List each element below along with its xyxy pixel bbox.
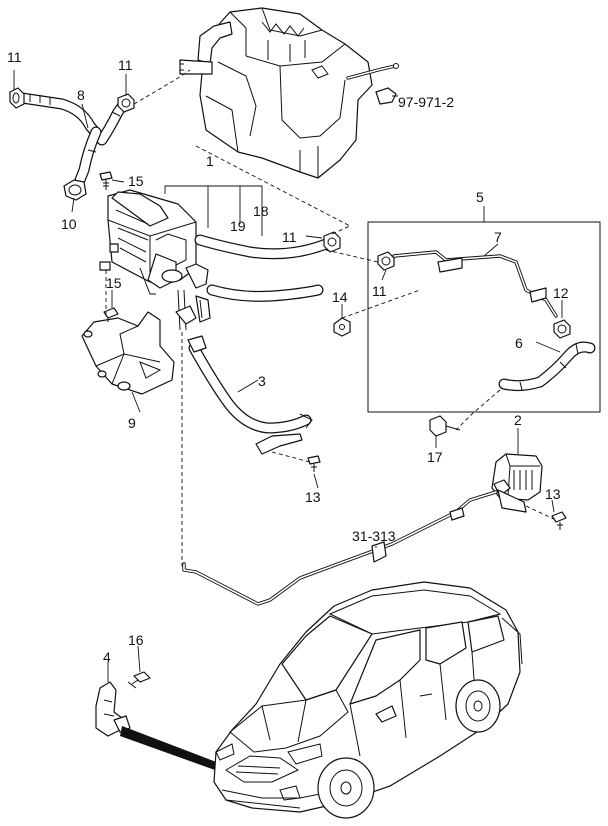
part-17-clip <box>429 415 461 437</box>
callout-6: 6 <box>515 335 523 351</box>
callout-5: 5 <box>476 189 484 205</box>
callout-13-left: 13 <box>305 489 321 505</box>
callout-11-mid: 11 <box>282 229 297 245</box>
callout-19: 19 <box>230 218 246 234</box>
ref-body-label: 31-313 <box>352 528 396 544</box>
guide-line-bolt-13b <box>525 505 557 521</box>
callout-15-top: 15 <box>128 173 144 189</box>
part-1-canister-assembly <box>99 189 211 331</box>
part-16-bolt <box>127 671 151 689</box>
part-11-clamp-kit <box>377 251 395 271</box>
callout-8: 8 <box>77 87 85 103</box>
guide-line-clamp-to-kit <box>325 249 379 263</box>
part-4-sensor <box>95 681 131 737</box>
part-14-nut <box>333 317 351 337</box>
part-18-hose <box>206 284 324 302</box>
part-9-bracket <box>81 311 175 395</box>
ref-engine-label: 97-971-2 <box>398 94 454 110</box>
guide-line-bolt-13a <box>271 451 311 463</box>
part-6-hose <box>498 341 596 392</box>
guide-line-clamp-to-engine <box>133 69 191 105</box>
guide-line-kit-to-17 <box>455 389 501 431</box>
leader-lines <box>13 70 563 682</box>
engine-assembly-illustration <box>179 7 399 179</box>
body-clip-31-313 <box>371 541 387 563</box>
part-8-hose <box>16 92 130 186</box>
callout-1: 1 <box>206 153 214 169</box>
callout-4: 4 <box>103 649 111 665</box>
part-19-hose <box>194 234 332 260</box>
callout-12: 12 <box>553 285 569 301</box>
vehicle-illustration <box>213 581 523 819</box>
callout-14: 14 <box>332 289 348 305</box>
routed-tube <box>182 490 498 606</box>
part-10-clamp <box>63 179 87 201</box>
part-15-bolt-bracket <box>103 307 119 322</box>
callout-15-bracket: 15 <box>106 275 122 291</box>
callout-2: 2 <box>514 412 522 428</box>
part-5-kit-box <box>367 221 601 413</box>
part-12-clamp <box>553 319 571 339</box>
callout-11-top: 11 <box>118 57 133 73</box>
callout-9: 9 <box>128 415 136 431</box>
part-13-bolt-left <box>307 455 321 472</box>
part-11-clamp-mid <box>323 231 341 253</box>
callout-18: 18 <box>253 203 269 219</box>
callout-17: 17 <box>427 449 443 465</box>
leader-1 <box>164 185 263 236</box>
part-13-bolt-right <box>551 511 567 530</box>
callout-16: 16 <box>128 632 144 648</box>
callout-7: 7 <box>494 229 502 245</box>
callout-3: 3 <box>258 373 266 389</box>
callout-10: 10 <box>61 216 77 232</box>
part-2-pump <box>491 453 543 513</box>
part-7-pipe <box>392 250 558 318</box>
part-15-bolt-top <box>99 171 113 190</box>
guide-line-engine-to-hose <box>195 145 352 235</box>
callout-11-left: 11 <box>7 49 22 65</box>
callout-11-kit: 11 <box>372 283 387 299</box>
callout-13-right: 13 <box>545 486 561 502</box>
part-3-hose <box>187 335 313 455</box>
part-11-clamp-left <box>9 87 25 109</box>
part-11-clamp-top <box>117 93 135 113</box>
